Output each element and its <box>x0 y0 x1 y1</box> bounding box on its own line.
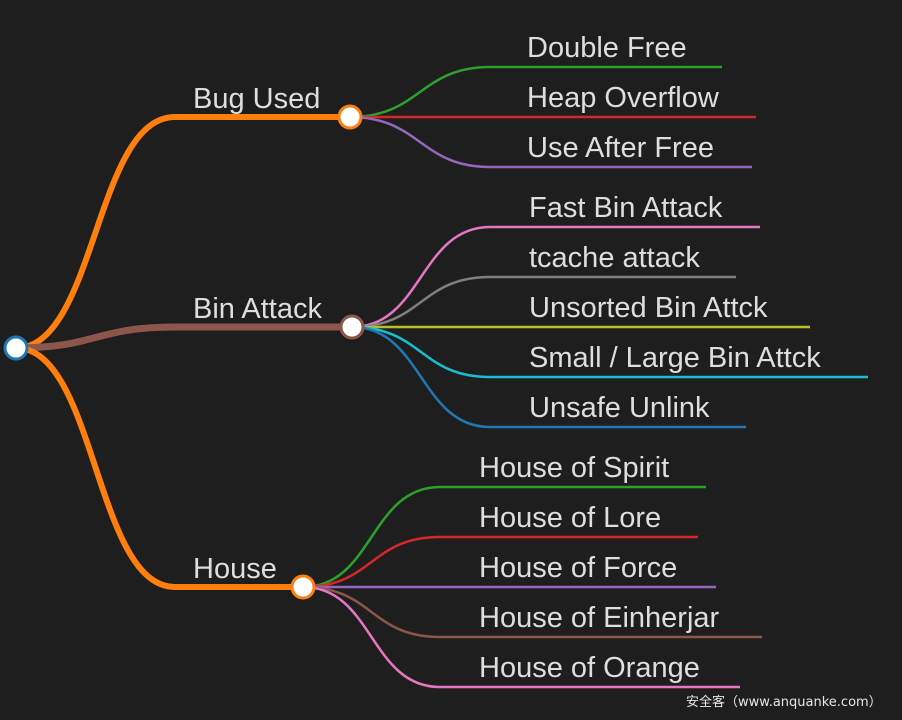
leaf-edge <box>302 535 698 589</box>
leaf-label[interactable]: Heap Overflow <box>527 82 720 114</box>
leaf-edge <box>351 275 736 329</box>
watermark: 安全客（www.anquanke.com） <box>686 695 882 710</box>
branch-node-toggle[interactable] <box>290 574 316 600</box>
leaf-edge <box>349 65 722 119</box>
leaf-label[interactable]: House of Spirit <box>479 452 669 484</box>
branch-label[interactable]: Bin Attack <box>193 293 322 325</box>
leaf-edge <box>351 225 760 329</box>
branch-edge <box>15 114 350 351</box>
leaf-edge <box>302 485 706 589</box>
leaf-edge <box>351 325 746 429</box>
branch-edge <box>15 345 303 590</box>
leaf-label[interactable]: House of Lore <box>479 502 661 534</box>
leaf-label[interactable]: Small / Large Bin Attck <box>529 342 821 374</box>
leaf-label[interactable]: Use After Free <box>527 132 714 164</box>
leaf-edge <box>351 325 868 379</box>
leaf-label[interactable]: Double Free <box>527 32 687 64</box>
leaf-label[interactable]: House of Force <box>479 552 677 584</box>
branch-edge <box>15 323 352 352</box>
leaf-edge <box>302 585 762 639</box>
leaf-label[interactable]: tcache attack <box>529 242 700 274</box>
branch-node-toggle[interactable] <box>339 314 365 340</box>
root-node-toggle[interactable] <box>3 335 29 361</box>
leaf-edge <box>302 585 740 689</box>
branch-node-toggle[interactable] <box>337 104 363 130</box>
leaf-label[interactable]: Fast Bin Attack <box>529 192 723 224</box>
leaf-label[interactable]: Unsafe Unlink <box>529 392 710 424</box>
leaf-edge <box>349 115 752 169</box>
leaf-label[interactable]: House of Einherjar <box>479 602 720 634</box>
branch-label[interactable]: Bug Used <box>193 83 320 115</box>
leaf-label[interactable]: House of Orange <box>479 652 700 684</box>
branch-label[interactable]: House <box>193 553 277 585</box>
leaf-label[interactable]: Unsorted Bin Attck <box>529 292 768 324</box>
